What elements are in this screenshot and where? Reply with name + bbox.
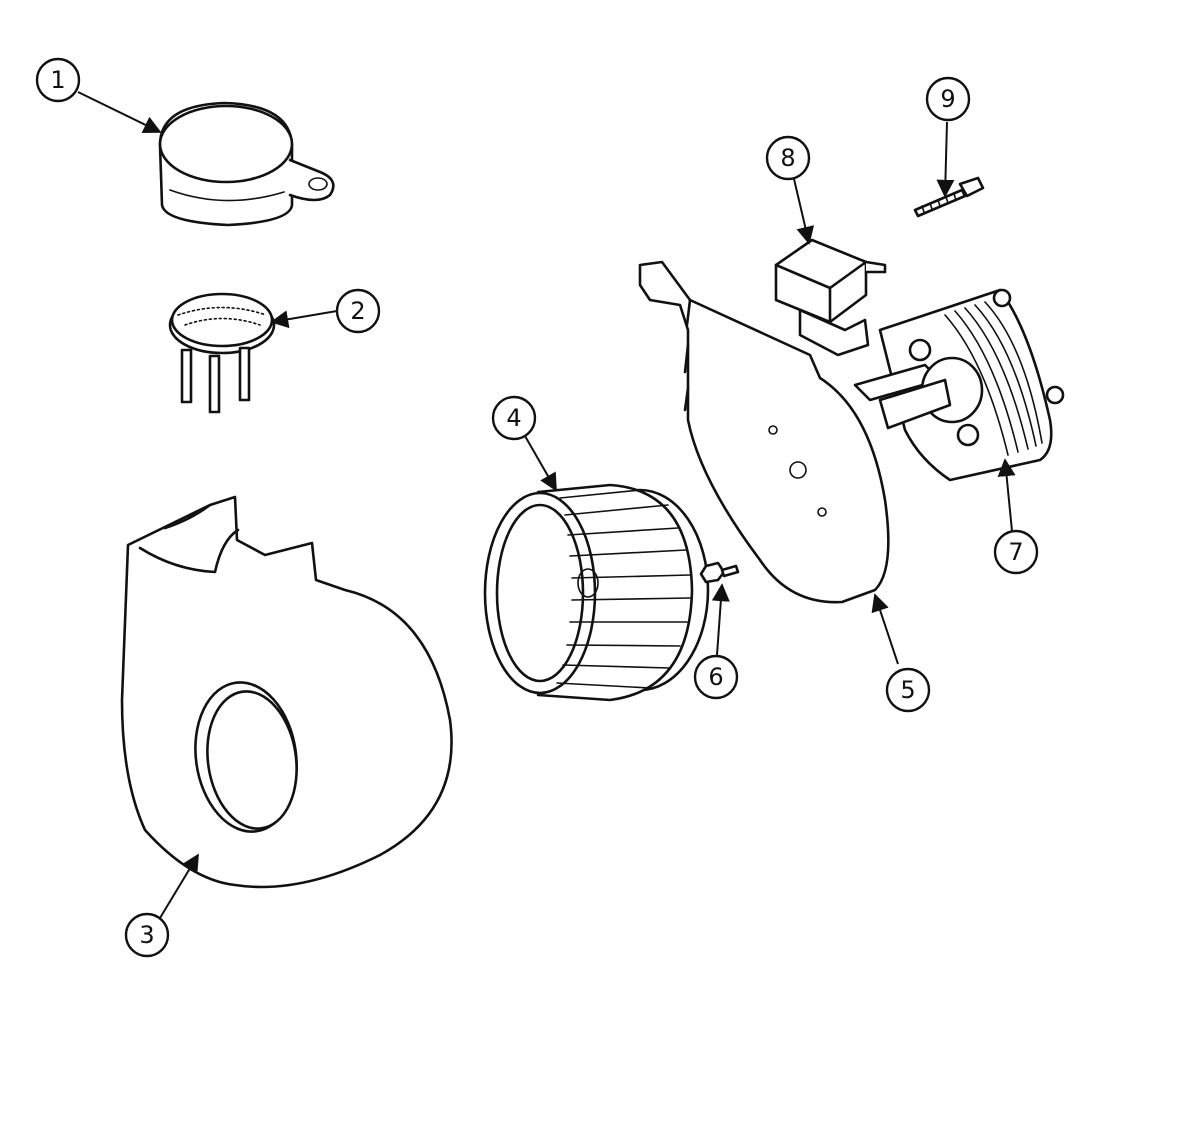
callout-4: 4 bbox=[491, 395, 537, 441]
part-1-cap bbox=[158, 101, 335, 227]
callout-8: 8 bbox=[765, 135, 811, 181]
part-7-motor bbox=[853, 288, 1065, 482]
callout-6-number: 6 bbox=[708, 663, 723, 691]
callout-4-number: 4 bbox=[506, 404, 521, 432]
callout-5-number: 5 bbox=[900, 676, 915, 704]
callout-1: 1 bbox=[35, 57, 81, 103]
callout-5: 5 bbox=[885, 667, 931, 713]
part-8-relay bbox=[774, 238, 887, 357]
part-5-mounting-plate bbox=[638, 260, 890, 604]
callout-2: 2 bbox=[335, 288, 381, 334]
leader-lines bbox=[77, 91, 1016, 919]
callout-1-number: 1 bbox=[50, 66, 65, 94]
part-9-screw bbox=[913, 176, 985, 218]
callout-8-number: 8 bbox=[780, 144, 795, 172]
callout-2-number: 2 bbox=[350, 297, 365, 325]
part-4-blower-wheel bbox=[483, 483, 710, 702]
callout-3-number: 3 bbox=[139, 921, 154, 949]
callout-7-number: 7 bbox=[1008, 538, 1023, 566]
callout-6: 6 bbox=[693, 654, 739, 700]
callout-3: 3 bbox=[124, 912, 170, 958]
callout-9-number: 9 bbox=[940, 85, 955, 113]
part-2-sensor bbox=[168, 292, 276, 414]
part-3-blower-housing bbox=[120, 495, 453, 889]
callout-7: 7 bbox=[993, 529, 1039, 575]
callout-9: 9 bbox=[925, 76, 971, 122]
part-6-screw bbox=[699, 561, 740, 584]
